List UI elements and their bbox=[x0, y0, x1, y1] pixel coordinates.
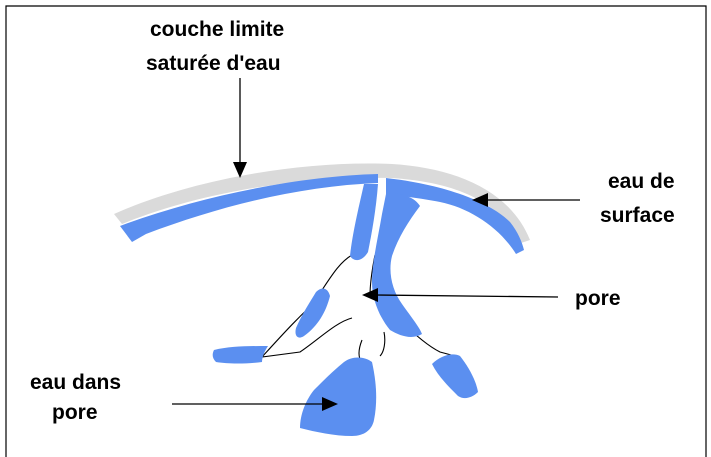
water-branch-left bbox=[350, 184, 378, 260]
label-boundary-layer-line2: saturée d'eau bbox=[146, 52, 281, 75]
arrow-pore bbox=[374, 295, 558, 297]
water-shapes bbox=[120, 174, 524, 436]
label-pore-water-line2: pore bbox=[52, 401, 98, 424]
water-mid-left bbox=[295, 289, 330, 338]
label-pore: pore bbox=[575, 287, 621, 310]
water-branch-right bbox=[372, 194, 422, 337]
label-surface-water-line1: eau de bbox=[608, 170, 675, 193]
water-blob-right bbox=[432, 354, 478, 398]
label-pore-water-line1: eau dans bbox=[30, 371, 121, 394]
label-boundary-layer-line1: couche limite bbox=[150, 18, 284, 41]
water-pore-bottom bbox=[300, 358, 376, 437]
pore-outline bbox=[262, 255, 455, 362]
label-surface-water-line2: surface bbox=[600, 204, 675, 227]
water-arm-left bbox=[213, 346, 268, 364]
